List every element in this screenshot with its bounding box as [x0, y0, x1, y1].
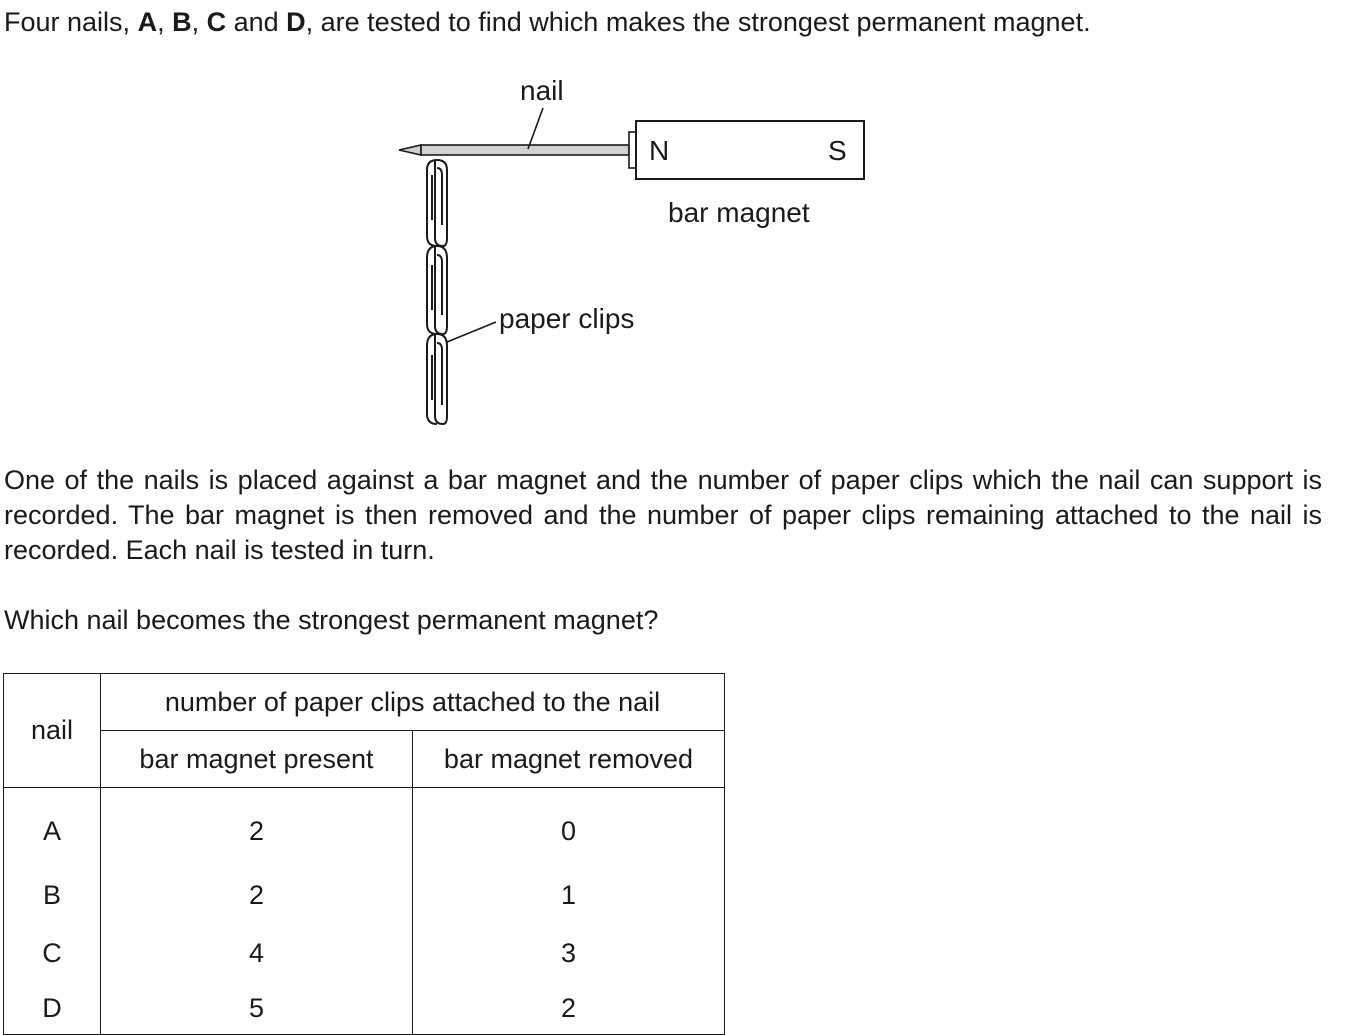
table-row: B 2 1 [3, 866, 725, 924]
paper-clip [426, 158, 448, 248]
magnet-north-label: N [649, 135, 669, 166]
cell-nail: C [3, 924, 101, 982]
header-magnet-present: bar magnet present [100, 730, 413, 788]
bar-magnet-label: bar magnet [668, 197, 810, 228]
intro-sep: , [157, 7, 173, 37]
intro-nail-d: D [286, 7, 306, 37]
nail-label: nail [520, 75, 564, 106]
intro-sep: , [191, 7, 207, 37]
cell-nail: B [3, 866, 101, 924]
cell-present: 2 [100, 866, 413, 924]
paper-clips-leader-line [446, 321, 497, 343]
intro-prefix: Four nails, [4, 7, 138, 37]
bar-magnet [635, 120, 865, 180]
intro-sep: and [226, 7, 287, 37]
magnet-south-label: S [828, 135, 847, 166]
paper-clip [426, 244, 448, 336]
cell-removed: 3 [412, 924, 725, 982]
cell-nail: D [3, 982, 101, 1035]
cell-present: 5 [100, 982, 413, 1035]
paper-clips-chain [426, 158, 448, 426]
intro-nail-c: C [206, 7, 227, 37]
header-paper-clips-group: number of paper clips attached to the na… [100, 673, 725, 731]
header-nail: nail [3, 673, 101, 788]
cell-removed: 0 [412, 787, 725, 866]
intro-suffix: , are tested to find which makes the str… [305, 7, 1091, 37]
cell-removed: 1 [412, 866, 725, 924]
cell-removed: 2 [412, 982, 725, 1035]
apparatus-diagram: N S bar magnet nail paper clips [398, 75, 865, 426]
paper-clip [426, 332, 448, 426]
cell-nail: A [3, 787, 101, 866]
procedure-paragraph: One of the nails is placed against a bar… [4, 465, 1322, 565]
table-row: C 4 3 [3, 924, 725, 982]
question-prompt: Which nail becomes the strongest permane… [4, 605, 659, 635]
paper-clips-label: paper clips [499, 303, 634, 334]
header-magnet-removed: bar magnet removed [412, 730, 725, 788]
intro-nail-b: B [172, 7, 192, 37]
intro-nail-a: A [137, 7, 158, 37]
intro-text: Four nails, A, B, C and D, are tested to… [4, 4, 1091, 40]
table-row: D 5 2 [3, 982, 725, 1035]
results-table: nail number of paper clips attached to t… [3, 673, 725, 1035]
cell-present: 4 [100, 924, 413, 982]
table-row: A 2 0 [3, 787, 725, 866]
cell-present: 2 [100, 787, 413, 866]
nail-leader-line [527, 107, 544, 150]
nail-drawing [398, 131, 637, 169]
